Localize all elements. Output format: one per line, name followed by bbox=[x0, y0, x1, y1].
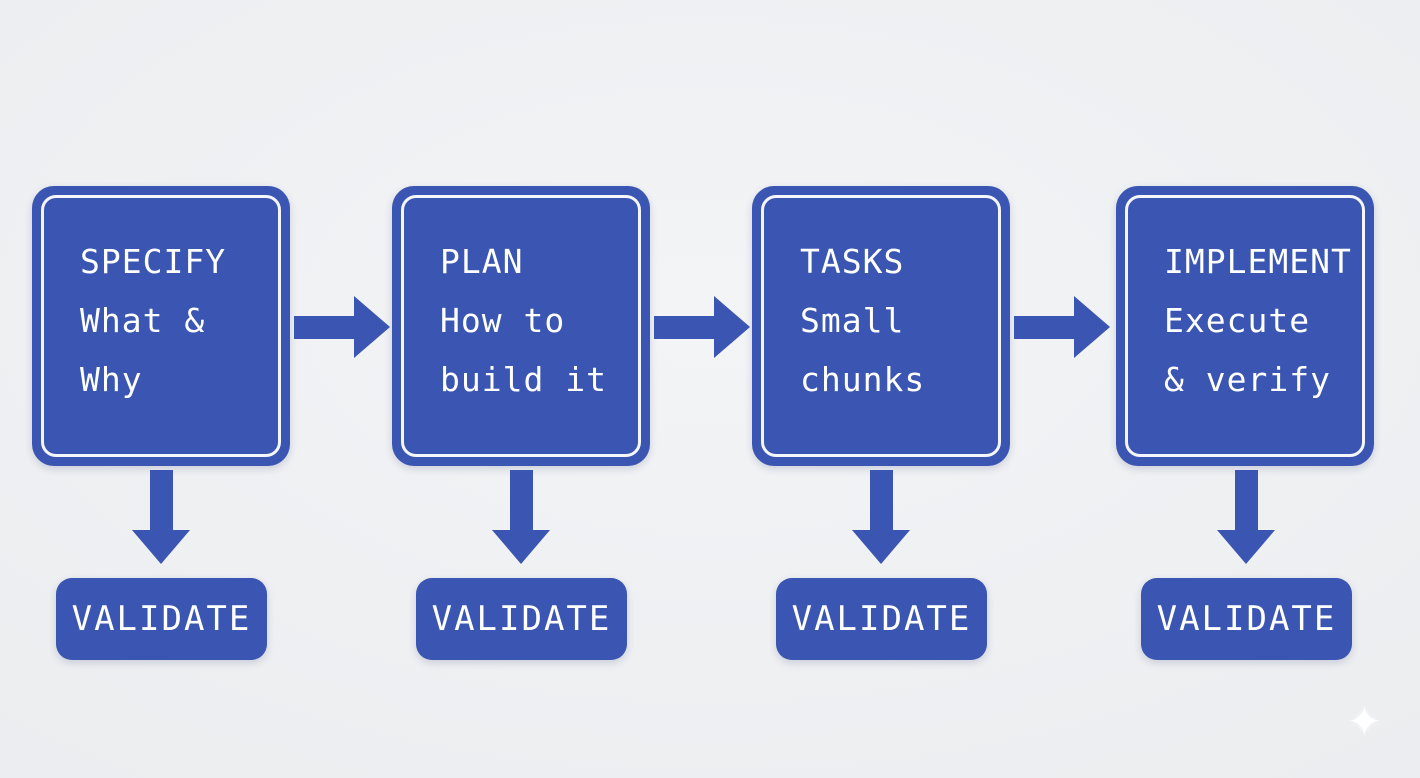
arrow-head bbox=[1074, 296, 1110, 358]
arrow-down-icon bbox=[492, 470, 550, 564]
arrow-shaft bbox=[654, 315, 714, 339]
stage-subtitle-line: & verify bbox=[1164, 360, 1331, 399]
arrow-shaft bbox=[1014, 315, 1074, 339]
stage-subtitle-line: Why bbox=[80, 360, 143, 399]
stage-title: SPECIFY bbox=[80, 242, 227, 281]
validate-box: VALIDATE bbox=[1141, 578, 1352, 660]
stage-box-implement: IMPLEMENT Execute & verify bbox=[1116, 186, 1374, 466]
arrow-head bbox=[132, 530, 190, 564]
stage-title: IMPLEMENT bbox=[1164, 242, 1352, 281]
stage-subtitle-line: build it bbox=[440, 360, 607, 399]
arrow-shaft bbox=[294, 315, 354, 339]
validate-label: VALIDATE bbox=[1156, 599, 1337, 639]
stage-text: PLAN How to build it bbox=[392, 186, 650, 409]
arrow-head bbox=[852, 530, 910, 564]
stage-subtitle-line: How to bbox=[440, 301, 566, 340]
arrow-head bbox=[714, 296, 750, 358]
validate-label: VALIDATE bbox=[431, 599, 612, 639]
arrow-shaft bbox=[509, 470, 533, 530]
stage-subtitle-line: chunks bbox=[800, 360, 926, 399]
arrow-shaft bbox=[1234, 470, 1258, 530]
stage-title: PLAN bbox=[440, 242, 524, 281]
stage-text: SPECIFY What & Why bbox=[32, 186, 290, 409]
sparkle-icon: ✦ bbox=[1346, 697, 1382, 746]
validate-box: VALIDATE bbox=[56, 578, 267, 660]
arrow-down-icon bbox=[132, 470, 190, 564]
stage-box-specify: SPECIFY What & Why bbox=[32, 186, 290, 466]
arrow-down-icon bbox=[1217, 470, 1275, 564]
stage-text: TASKS Small chunks bbox=[752, 186, 1010, 409]
arrow-head bbox=[354, 296, 390, 358]
arrow-head bbox=[1217, 530, 1275, 564]
arrow-right-icon bbox=[294, 296, 390, 358]
stage-subtitle-line: What & bbox=[80, 301, 206, 340]
validate-box: VALIDATE bbox=[416, 578, 627, 660]
stage-subtitle-line: Execute bbox=[1164, 301, 1311, 340]
stage-box-tasks: TASKS Small chunks bbox=[752, 186, 1010, 466]
arrow-right-icon bbox=[654, 296, 750, 358]
arrow-shaft bbox=[149, 470, 173, 530]
arrow-right-icon bbox=[1014, 296, 1110, 358]
arrow-shaft bbox=[869, 470, 893, 530]
stage-title: TASKS bbox=[800, 242, 905, 281]
validate-label: VALIDATE bbox=[71, 599, 252, 639]
stage-box-plan: PLAN How to build it bbox=[392, 186, 650, 466]
stage-text: IMPLEMENT Execute & verify bbox=[1116, 186, 1374, 409]
validate-box: VALIDATE bbox=[776, 578, 987, 660]
arrow-head bbox=[492, 530, 550, 564]
stage-subtitle-line: Small bbox=[800, 301, 905, 340]
validate-label: VALIDATE bbox=[791, 599, 972, 639]
arrow-down-icon bbox=[852, 470, 910, 564]
